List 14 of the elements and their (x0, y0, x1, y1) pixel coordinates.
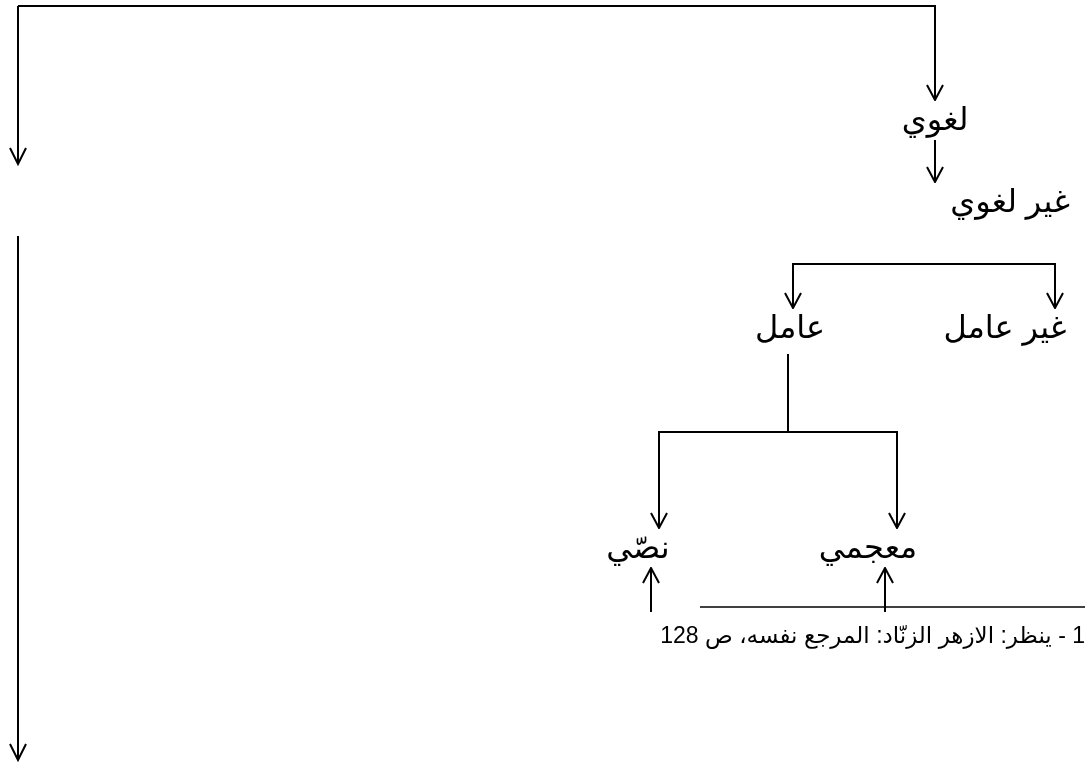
footnote: 1 - ينظر: الازهر الزنّاد: المرجع نفسه، ص 128 (659, 622, 1085, 649)
node-label: لغوي (901, 102, 969, 138)
arrow (924, 263, 1064, 309)
arrow (876, 567, 894, 613)
arrow (17, 5, 944, 101)
arrow (926, 139, 944, 183)
node-label: نصّي (606, 530, 670, 566)
node-label: معجمي (818, 530, 918, 566)
node-label: غير عامل (943, 310, 1067, 346)
arrow (650, 353, 789, 529)
node-label: عامل (754, 310, 826, 346)
arrow (784, 263, 926, 309)
node-label: غير لغوي (950, 184, 1070, 220)
arrow (642, 567, 660, 613)
